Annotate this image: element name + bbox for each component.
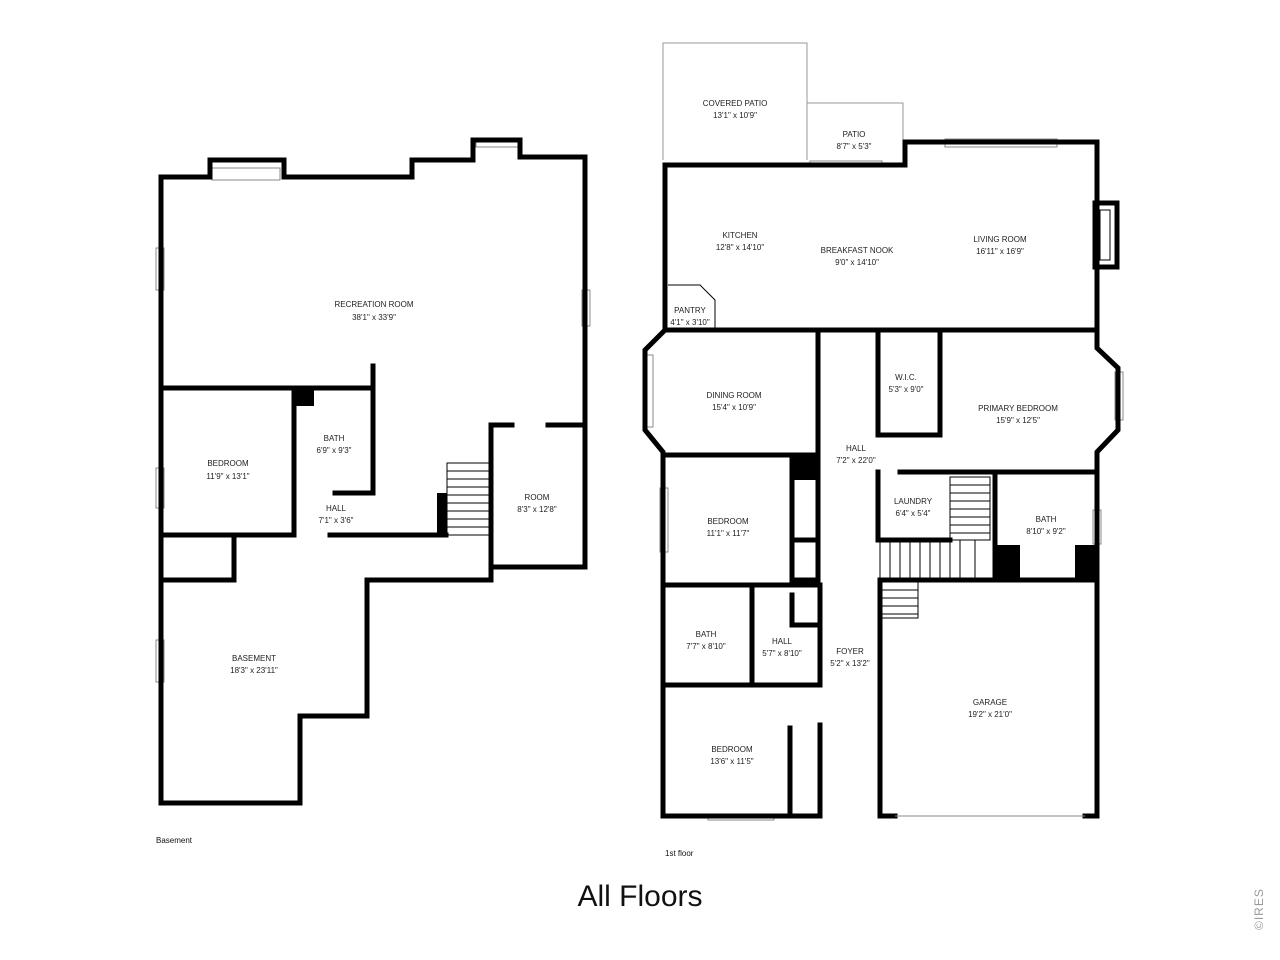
room-size-laundry: 6'4" x 5'4" [896, 509, 931, 518]
room-size-recreation-room: 38'1" x 33'9" [352, 313, 396, 322]
room-name-breakfast-nook: BREAKFAST NOOK [821, 246, 894, 255]
room-name-kitchen: KITCHEN [722, 231, 757, 240]
room-size-pantry: 4'1" x 3'10" [670, 318, 710, 327]
room-size-dining-room: 15'4" x 10'9" [712, 403, 756, 412]
room-size-room: 8'3" x 12'8" [517, 505, 557, 514]
room-name-bedroom: BEDROOM [207, 459, 249, 468]
garage-wall [877, 577, 898, 819]
room-name-living-room: LIVING ROOM [973, 235, 1027, 244]
room-size-wic: 5'3" x 9'0" [889, 385, 924, 394]
room-name-hall: HALL [846, 444, 867, 453]
basement-plan [155, 137, 591, 806]
first-floor-outer-wall [642, 326, 823, 819]
room-name-pantry: PANTRY [674, 306, 706, 315]
interior-wall [158, 532, 237, 583]
room-size-bath: 8'10" x 9'2" [1026, 527, 1066, 536]
column [437, 493, 447, 535]
room-size-bedroom: 13'6" x 11'5" [710, 757, 753, 766]
garage-wall [877, 577, 1100, 819]
room-name-bedroom: BEDROOM [707, 517, 749, 526]
room-size-primary-bedroom: 15'9" x 12'5" [996, 416, 1040, 425]
interior-wall [789, 592, 821, 628]
stairs [446, 462, 490, 536]
column [995, 545, 1020, 578]
room-name-covered-patio: COVERED PATIO [703, 99, 768, 108]
room-size-living-room: 16'11" x 16'9" [976, 247, 1024, 256]
room-name-wic: W.I.C. [895, 373, 917, 382]
room-name-hall: HALL [326, 504, 347, 513]
interior-wall [158, 363, 376, 391]
column [294, 388, 314, 406]
room-name-recreation-room: RECREATION ROOM [335, 300, 414, 309]
floor-label-first-floor: 1st floor [665, 849, 694, 858]
page-title: All Floors [577, 880, 703, 913]
room-name-primary-bedroom: PRIMARY BEDROOM [978, 404, 1058, 413]
interior-wall [332, 385, 376, 496]
room-name-foyer: FOYER [836, 647, 864, 656]
interior-wall [789, 452, 821, 583]
room-name-bath: BATH [1036, 515, 1057, 524]
column [790, 455, 818, 480]
first-floor-plan [642, 42, 1124, 821]
room-size-foyer: 5'2" x 13'2" [830, 659, 870, 668]
interior-wall [875, 329, 943, 438]
room-name-laundry: LAUNDRY [894, 497, 933, 506]
room-size-bedroom: 11'9" x 13'1" [206, 472, 249, 481]
room-name-bath: BATH [696, 630, 717, 639]
column [1075, 545, 1097, 578]
room-size-covered-patio: 13'1" x 10'9" [713, 111, 757, 120]
room-size-garage: 19'2" x 21'0" [968, 710, 1012, 719]
room-name-dining-room: DINING ROOM [706, 391, 761, 400]
patio-outline [807, 102, 904, 145]
basement-outer-wall [158, 137, 588, 806]
room-name-bath: BATH [324, 434, 345, 443]
room-name-room: ROOM [525, 493, 550, 502]
room-size-bath: 7'7" x 8'10" [686, 642, 726, 651]
room-size-bath: 6'9" x 9'3" [317, 446, 352, 455]
pantry-wall [668, 284, 716, 328]
room-name-patio: PATIO [843, 130, 866, 139]
room-size-hall: 7'2" x 22'0" [836, 456, 876, 465]
basement-room-labels: RECREATION ROOM 38'1" x 33'9" BEDROOM 11… [206, 300, 557, 675]
floor-label-basement: Basement [156, 836, 193, 845]
interior-wall [875, 469, 953, 543]
covered-patio-outline [662, 42, 808, 160]
fireplace-hearth [1099, 209, 1111, 261]
room-name-basement: BASEMENT [232, 654, 276, 663]
room-size-basement: 18'3" x 23'11" [230, 666, 278, 675]
room-size-hall: 5'7" x 8'10" [762, 649, 802, 658]
room-name-bedroom: BEDROOM [711, 745, 753, 754]
room-size-patio: 8'7" x 5'3" [837, 142, 872, 151]
room-name-garage: GARAGE [973, 698, 1007, 707]
room-size-hall: 7'1" x 3'6" [319, 516, 354, 525]
room-size-bedroom: 11'1" x 11'7" [707, 529, 750, 538]
window [211, 167, 281, 181]
stairs [879, 476, 991, 619]
watermark: ©IRES [1252, 888, 1266, 930]
room-size-breakfast-nook: 9'0" x 14'10" [835, 258, 879, 267]
room-name-hall: HALL [772, 637, 793, 646]
first-floor-room-labels: COVERED PATIO 13'1" x 10'9" PATIO 8'7" x… [670, 99, 1066, 766]
room-size-kitchen: 12'8" x 14'10" [716, 243, 764, 252]
